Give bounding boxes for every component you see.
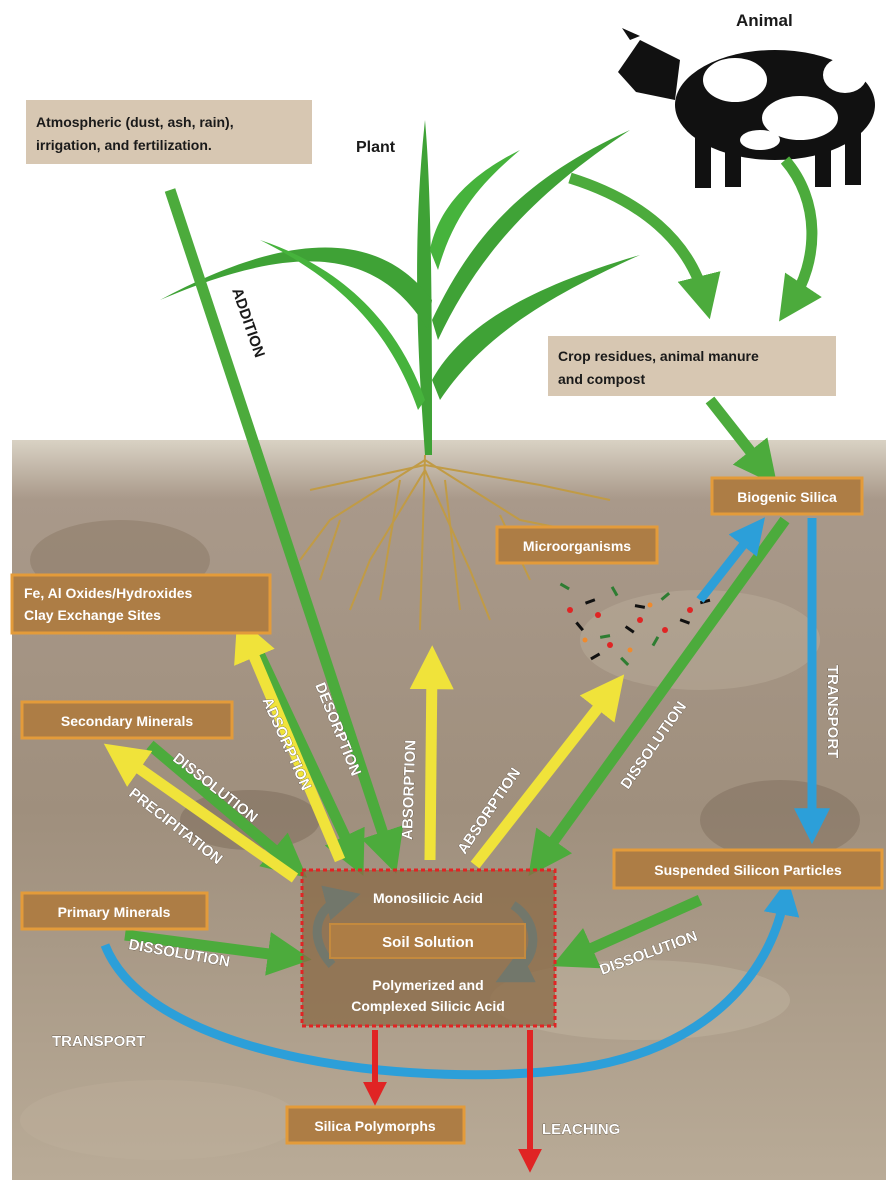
crop-residues-line1: Crop residues, animal manure bbox=[558, 348, 759, 364]
biogenic-silica-label: Biogenic Silica bbox=[737, 489, 837, 505]
fe-al-oxides-box: Fe, Al Oxides/Hydroxides Clay Exchange S… bbox=[12, 575, 270, 633]
atmospheric-label-line1: Atmospheric (dust, ash, rain), bbox=[36, 114, 234, 130]
soil-solution-box: Monosilicic Acid Soil Solution Polymeriz… bbox=[302, 870, 555, 1026]
plant-label: Plant bbox=[356, 139, 396, 156]
suspended-particles-box: Suspended Silicon Particles bbox=[614, 850, 882, 888]
animal-label: Animal bbox=[736, 11, 793, 30]
absorption-plant-arrow bbox=[430, 665, 432, 860]
microorganisms-box: Microorganisms bbox=[497, 527, 657, 563]
primary-minerals-label: Primary Minerals bbox=[58, 904, 171, 920]
crop-residues-line2: and compost bbox=[558, 371, 645, 387]
transport-bottom-label: TRANSPORT bbox=[52, 1033, 145, 1050]
monosilicic-acid-label: Monosilicic Acid bbox=[373, 890, 483, 906]
atmospheric-label-line2: irrigation, and fertilization. bbox=[36, 137, 212, 153]
atmospheric-input-box: Atmospheric (dust, ash, rain), irrigatio… bbox=[26, 100, 312, 164]
crop-residues-box: Crop residues, animal manure and compost bbox=[548, 336, 836, 396]
soil-solution-label: Soil Solution bbox=[382, 934, 474, 951]
silica-polymorphs-box: Silica Polymorphs bbox=[287, 1107, 464, 1143]
suspended-particles-label: Suspended Silicon Particles bbox=[654, 862, 842, 878]
primary-minerals-box: Primary Minerals bbox=[22, 893, 207, 929]
polymerized-label-line1: Polymerized and bbox=[372, 977, 483, 993]
microorganisms-label: Microorganisms bbox=[523, 538, 631, 554]
biogenic-silica-box: Biogenic Silica bbox=[712, 478, 862, 514]
leaching-label: LEACHING bbox=[542, 1121, 620, 1138]
secondary-minerals-label: Secondary Minerals bbox=[61, 713, 193, 729]
fe-al-line2: Clay Exchange Sites bbox=[24, 607, 161, 623]
silica-polymorphs-label: Silica Polymorphs bbox=[314, 1118, 436, 1134]
polymerized-label-line2: Complexed Silicic Acid bbox=[351, 998, 505, 1014]
fe-al-line1: Fe, Al Oxides/Hydroxides bbox=[24, 585, 193, 601]
secondary-minerals-box: Secondary Minerals bbox=[22, 702, 232, 738]
transport-right-label: TRANSPORT bbox=[824, 665, 841, 758]
absorption-plant-label: ABSORPTION bbox=[399, 740, 419, 841]
